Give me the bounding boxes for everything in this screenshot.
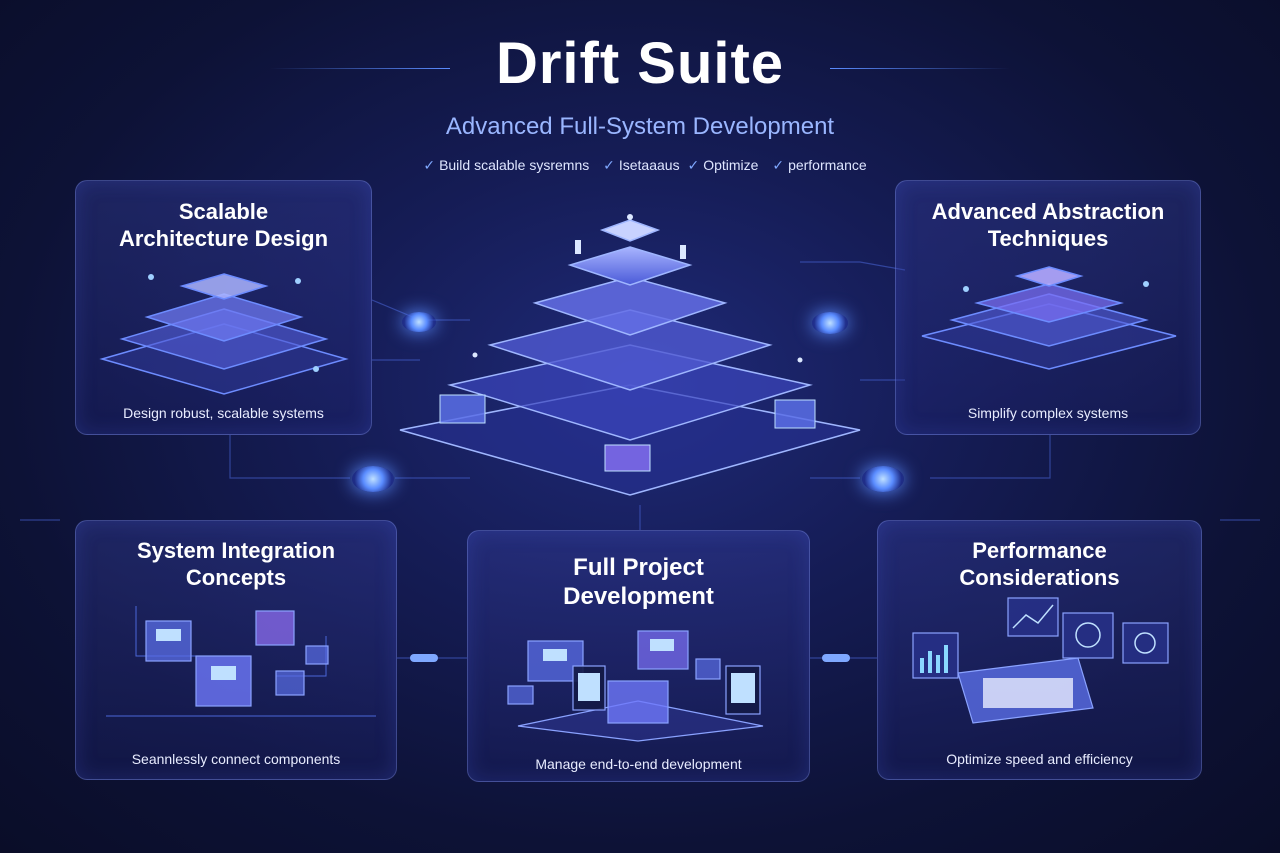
project-devices-illustration [507,630,764,742]
abstraction-layers-illustration [921,266,1177,370]
card-title: System Integration Concepts [76,537,396,591]
layered-stack-illustration [99,273,349,395]
card-system-integration[interactable]: System Integration Concepts Seannlessly … [75,520,397,780]
card-title-text: Scalable Architecture Design [118,199,329,251]
central-pyramid-illustration [399,214,861,496]
rocket-icon: ✓ [772,157,785,173]
card-title-text: Performance Considerations [959,538,1120,590]
tagline-item: Optimize [703,157,759,173]
card-title-text: Advanced Abstraction Techniques [931,199,1165,251]
title-decor-line-left [270,68,450,69]
connector-node-right [862,466,904,492]
tagline-item: performance [788,157,867,173]
tagline-item: Isetaaaus [618,157,680,173]
connector-node-upper-right [812,312,848,334]
card-advanced-abstraction[interactable]: Advanced Abstraction Techniques Simplify… [895,180,1201,435]
card-title-text: Full Project Development [563,554,714,610]
tagline-item: Build scalable sysremns [439,157,590,173]
rocket-icon: ✓ [687,157,700,173]
rocket-icon: ✓ [423,157,436,173]
connected-cubes-illustration [106,606,376,717]
connector-node-left [352,466,394,492]
page-subtitle: Advanced Full-System Development [445,113,835,140]
card-description: Seannlessly connect components [131,751,341,767]
card-scalable-architecture[interactable]: Scalable Architecture Design Design robu… [75,180,372,435]
card-full-project[interactable]: Full Project Development Manage end-to-e… [467,530,810,782]
performance-dashboard-illustration [912,597,1169,724]
title-decor-line-right [830,68,1010,69]
rocket-icon: ✓ [603,157,615,173]
card-description: Design robust, scalable systems [123,405,324,421]
card-title: Scalable Architecture Design [76,198,371,252]
card-description: Simplify complex systems [967,405,1129,421]
card-description: Manage end-to-end development [535,756,742,772]
page-title: Drift Suite [495,31,785,96]
card-title-text: System Integration Concepts [136,538,336,590]
card-title: Full Project Development [468,553,809,611]
tagline: ✓Build scalable sysremns ✓Isetaaaus ✓Opt… [0,157,1280,174]
card-description: Optimize speed and efficiency [946,751,1133,767]
card-title: Advanced Abstraction Techniques [896,198,1200,252]
card-title: Performance Considerations [878,537,1201,591]
connector-node-upper-left [402,312,436,332]
card-performance[interactable]: Performance Considerations Optimize spee… [877,520,1202,780]
